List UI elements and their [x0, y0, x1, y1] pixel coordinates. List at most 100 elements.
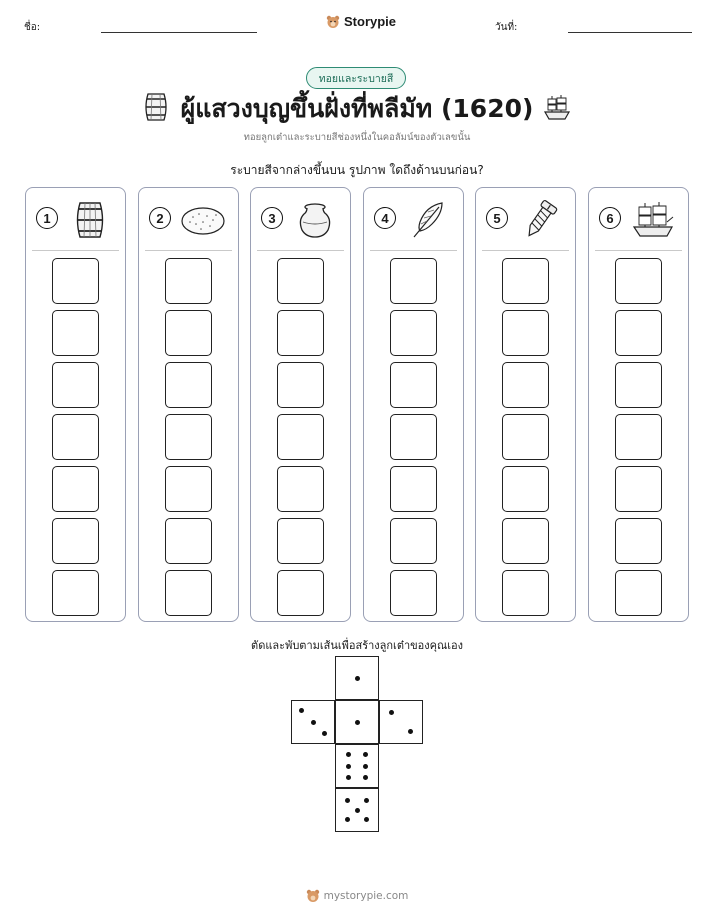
pot-icon: [293, 200, 337, 240]
column-number: 6: [599, 207, 621, 229]
die-pip: [362, 751, 368, 757]
column-header: 6: [589, 188, 688, 250]
color-box[interactable]: [165, 310, 212, 356]
column-divider: [482, 250, 569, 251]
column-divider: [145, 250, 232, 251]
die-pip: [364, 797, 370, 803]
color-box[interactable]: [165, 466, 212, 512]
die-face: [335, 788, 379, 832]
die-pip: [346, 751, 352, 757]
column-number: 2: [149, 207, 171, 229]
column-header: 4: [364, 188, 463, 250]
column-divider: [595, 250, 682, 251]
color-box[interactable]: [502, 310, 549, 356]
color-box[interactable]: [502, 518, 549, 564]
barrel-icon: [145, 93, 167, 121]
column-3: 3: [250, 187, 351, 622]
screw-icon: [518, 200, 562, 240]
die-face: [335, 656, 379, 700]
die-pip: [344, 797, 350, 803]
bear-icon: [306, 889, 319, 902]
color-box[interactable]: [615, 414, 662, 460]
date-label: วันที่:: [495, 22, 518, 33]
color-box[interactable]: [165, 570, 212, 616]
barrel-icon: [68, 200, 112, 240]
color-box[interactable]: [390, 258, 437, 304]
die-pip: [388, 709, 394, 715]
column-5: 5: [475, 187, 576, 622]
color-box[interactable]: [615, 310, 662, 356]
color-box[interactable]: [277, 518, 324, 564]
color-box[interactable]: [390, 518, 437, 564]
color-box[interactable]: [390, 310, 437, 356]
page-title: ผู้แสวงบุญขึ้นฝั่งที่พลีมัท (1620): [180, 94, 534, 123]
color-box[interactable]: [165, 518, 212, 564]
column-6: 6: [588, 187, 689, 622]
column-4: 4: [363, 187, 464, 622]
die-pip: [346, 775, 352, 781]
color-box[interactable]: [277, 258, 324, 304]
column-divider: [370, 250, 457, 251]
color-box[interactable]: [165, 414, 212, 460]
cut-instruction: ตัดและพับตามเส้นเพื่อสร้างลูกเต๋าของคุณเ…: [251, 639, 463, 652]
color-box[interactable]: [502, 466, 549, 512]
die-pip: [344, 817, 350, 823]
color-box[interactable]: [277, 362, 324, 408]
color-box[interactable]: [52, 362, 99, 408]
color-box[interactable]: [52, 570, 99, 616]
color-box[interactable]: [615, 466, 662, 512]
column-number: 5: [486, 207, 508, 229]
color-box[interactable]: [615, 258, 662, 304]
column-divider: [32, 250, 119, 251]
column-header: 5: [476, 188, 575, 250]
color-box[interactable]: [52, 310, 99, 356]
column-header: 1: [26, 188, 125, 250]
column-1: 1: [25, 187, 126, 622]
color-box[interactable]: [390, 414, 437, 460]
color-box[interactable]: [165, 362, 212, 408]
column-number: 1: [36, 207, 58, 229]
color-box[interactable]: [52, 258, 99, 304]
column-number: 4: [374, 207, 396, 229]
date-line[interactable]: [568, 32, 692, 33]
color-box[interactable]: [502, 362, 549, 408]
die-pip: [354, 675, 360, 681]
page-subtitle: ทอยลูกเต๋าและระบายสีช่องหนึ่งในคอลัมน์ขอ…: [243, 132, 471, 143]
brand-logo: Storypie: [326, 14, 396, 29]
color-box[interactable]: [502, 258, 549, 304]
column-header: 2: [139, 188, 238, 250]
footer: mystorypie.com: [0, 889, 714, 903]
color-box[interactable]: [390, 466, 437, 512]
ship-icon: [631, 200, 675, 240]
color-box[interactable]: [502, 570, 549, 616]
color-box[interactable]: [615, 362, 662, 408]
color-box[interactable]: [277, 466, 324, 512]
die-pip: [298, 707, 304, 713]
color-box[interactable]: [390, 362, 437, 408]
name-line[interactable]: [101, 32, 257, 33]
die-pip: [346, 763, 352, 769]
die-pip: [354, 719, 360, 725]
die-pip: [354, 807, 360, 813]
die-pip: [310, 719, 316, 725]
ship-icon: [543, 95, 571, 120]
footer-url[interactable]: mystorypie.com: [323, 890, 409, 902]
color-box[interactable]: [277, 570, 324, 616]
color-box[interactable]: [52, 466, 99, 512]
color-box[interactable]: [277, 414, 324, 460]
color-box[interactable]: [615, 518, 662, 564]
bread-icon: [181, 200, 225, 240]
die-pip: [362, 763, 368, 769]
die-pip: [364, 817, 370, 823]
brand-name: Storypie: [344, 14, 397, 29]
color-box[interactable]: [390, 570, 437, 616]
color-box[interactable]: [165, 258, 212, 304]
column-number: 3: [261, 207, 283, 229]
color-box[interactable]: [502, 414, 549, 460]
color-box[interactable]: [52, 518, 99, 564]
die-face: [335, 744, 379, 788]
color-box[interactable]: [277, 310, 324, 356]
color-box[interactable]: [52, 414, 99, 460]
die-pip: [362, 775, 368, 781]
color-box[interactable]: [615, 570, 662, 616]
